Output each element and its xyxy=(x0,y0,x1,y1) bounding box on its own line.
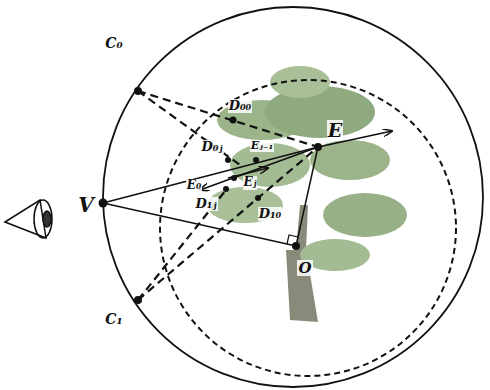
point-label: Eⱼ xyxy=(243,176,258,189)
point-label: Eⱼ₋₁ xyxy=(250,140,274,152)
point-label: O xyxy=(297,260,312,277)
point-label: V xyxy=(77,194,95,216)
point-label: D₀₀ xyxy=(228,99,253,113)
point-label: D₁₀ xyxy=(258,207,283,221)
point-label: D₀ⱼ xyxy=(200,140,223,154)
eye-symbol xyxy=(5,200,52,238)
point-label: C₀ xyxy=(104,36,123,51)
point-label: E₀ xyxy=(186,179,202,192)
tree-picture xyxy=(207,66,407,322)
point-label: C₁ xyxy=(104,312,123,327)
point-label: D₁ⱼ xyxy=(194,197,217,211)
point-label: E xyxy=(327,120,343,141)
